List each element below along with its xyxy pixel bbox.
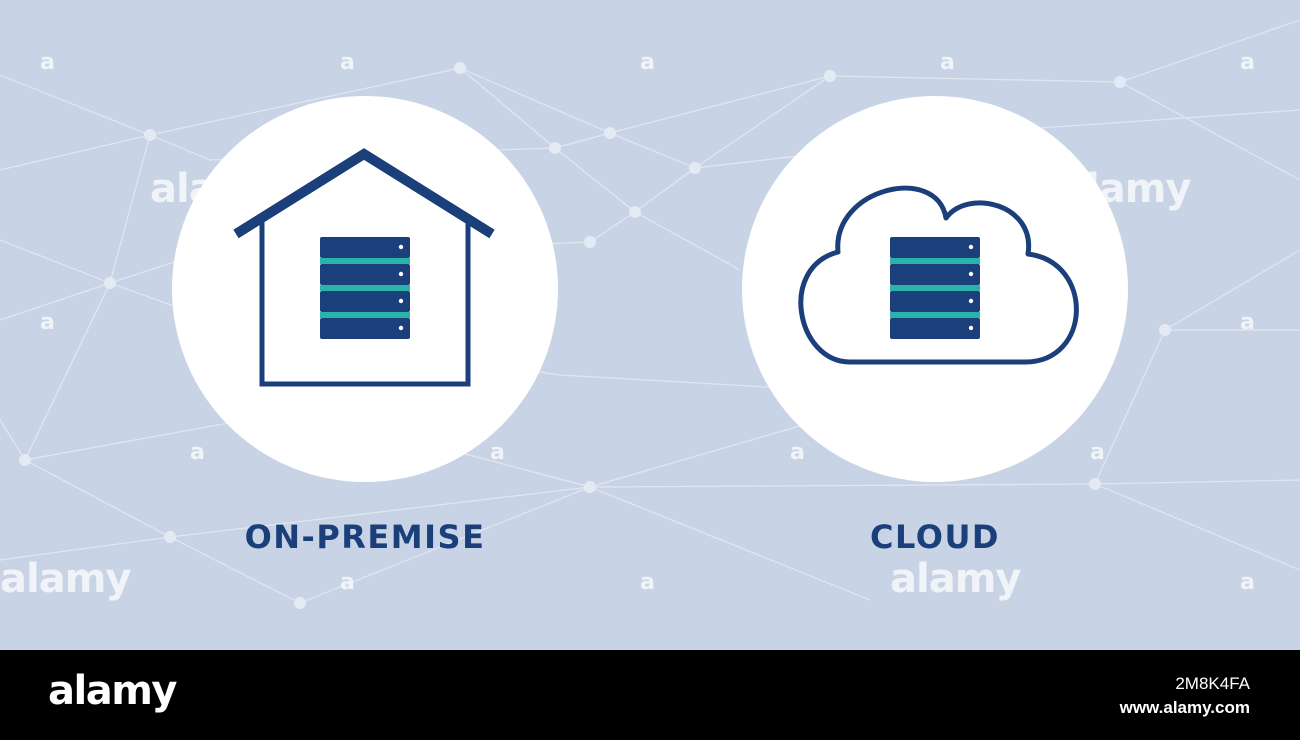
cloud-circle: [742, 96, 1128, 482]
watermark-letter: a: [1240, 310, 1255, 335]
watermark-letter: a: [940, 50, 955, 75]
watermark-letter: a: [640, 50, 655, 75]
cloud-server-icon: [798, 185, 1079, 365]
watermark-text: alamy: [0, 556, 131, 602]
watermark-letter: a: [790, 440, 805, 465]
illustration-background: a a a a a a a a a a a a a a alamy alamy …: [0, 0, 1300, 650]
site-url: www.alamy.com: [1119, 698, 1250, 717]
on-premise-label: ON-PREMISE: [244, 518, 486, 556]
watermark-letter: a: [1240, 570, 1255, 595]
network-mesh-pattern: [0, 19, 1300, 609]
server-rack-icon: [320, 237, 410, 339]
watermark-text: alamy: [890, 556, 1021, 602]
footer-logo: alamy: [48, 668, 177, 714]
server-rack-icon: [890, 237, 980, 339]
watermark-letter: a: [190, 440, 205, 465]
watermark-letter: a: [40, 310, 55, 335]
watermark-letter: a: [640, 570, 655, 595]
watermark-letter: a: [1240, 50, 1255, 75]
on-premise-circle: [172, 96, 558, 482]
watermark-letter: a: [340, 50, 355, 75]
house-server-icon: [233, 148, 495, 387]
watermark-letter: a: [40, 50, 55, 75]
footer-bar: alamy 2M8K4FA www.alamy.com: [0, 650, 1300, 740]
watermark-letter: a: [490, 440, 505, 465]
watermark-letter: a: [340, 570, 355, 595]
cloud-label: CLOUD: [870, 518, 1000, 556]
watermark-letter: a: [1090, 440, 1105, 465]
image-id: 2M8K4FA: [1175, 674, 1250, 693]
